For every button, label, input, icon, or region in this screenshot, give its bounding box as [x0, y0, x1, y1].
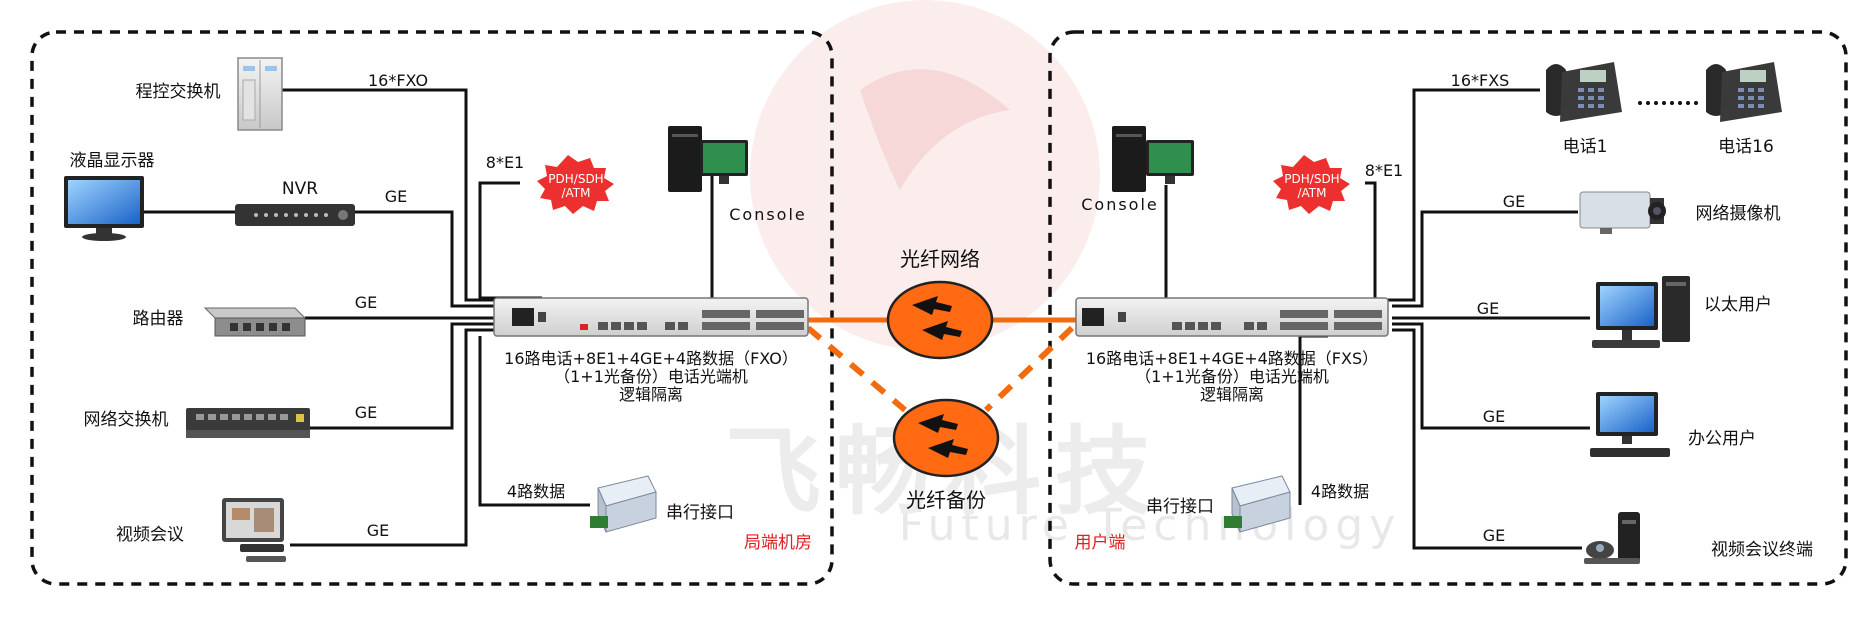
right-site-label: 用户端 — [1075, 533, 1126, 553]
watermark-logo — [750, 0, 1100, 350]
right-console-label: Console — [1081, 195, 1159, 214]
left-link-fxo: 16*FXO — [368, 71, 428, 90]
lcd-monitor-icon — [64, 176, 144, 241]
right-link-ge-office: GE — [1483, 407, 1506, 426]
pbx-cabinet-icon — [237, 57, 283, 131]
right-link-fxs: 16*FXS — [1451, 71, 1510, 90]
left-serial-label: 串行接口 — [666, 503, 734, 523]
left-optical-terminal — [493, 297, 809, 337]
left-terminal-name-1: 16路电话+8E1+4GE+4路数据（FXO） — [504, 349, 798, 368]
right-serial-label: 串行接口 — [1146, 497, 1214, 517]
fiber-backup-label: 光纤备份 — [906, 488, 986, 512]
lcd-label: 液晶显示器 — [70, 151, 155, 171]
nvr-icon — [235, 204, 355, 226]
right-burst-line-2: /ATM — [1297, 186, 1326, 200]
video-terminal-icon — [1584, 512, 1640, 564]
phone-16-label: 电话16 — [1718, 137, 1774, 157]
right-site-boundary — [1048, 30, 1848, 586]
fiber-network-label: 光纤网络 — [900, 247, 980, 271]
left-burst-line-2: /ATM — [561, 186, 590, 200]
right-link-ge-camera: GE — [1503, 192, 1526, 211]
left-link-ge-switch: GE — [355, 403, 378, 422]
left-terminal-name-3: 逻辑隔离 — [619, 385, 683, 404]
pbx-label: 程控交换机 — [136, 82, 221, 102]
watermark: Future Technology 飞畅科技 — [725, 0, 1402, 551]
network-switch-icon — [186, 408, 310, 438]
left-serial-converter-icon — [590, 475, 657, 533]
left-terminal-name-2: （1+1光备份）电话光端机 — [554, 367, 748, 386]
network-camera-icon — [1579, 191, 1666, 234]
left-link-data: 4路数据 — [507, 482, 565, 501]
router-icon — [203, 307, 307, 337]
left-link-e1: 8*E1 — [486, 153, 524, 172]
ethernet-user-label: 以太用户 — [1704, 295, 1772, 315]
left-console-pc-icon — [668, 126, 748, 192]
fiber-backup-node: 光纤备份 — [892, 398, 1000, 512]
left-link-ge-video: GE — [367, 521, 390, 540]
ethernet-user-pc-icon — [1592, 276, 1690, 348]
right-link-ge-video: GE — [1483, 526, 1506, 545]
left-burst-line-1: PDH/SDH — [548, 172, 603, 186]
right-optical-terminal — [1075, 297, 1389, 337]
phone-1-icon — [1546, 62, 1622, 122]
video-conference-label: 视频会议 — [116, 525, 184, 545]
right-terminal-name-1: 16路电话+8E1+4GE+4路数据（FXS） — [1086, 349, 1378, 368]
right-pdh-burst-icon: PDH/SDH /ATM — [1273, 155, 1350, 214]
network-camera-label: 网络摄像机 — [1696, 204, 1781, 224]
video-conference-icon — [222, 498, 286, 562]
nvr-label: NVR — [282, 179, 318, 199]
left-site-label: 局端机房 — [744, 533, 812, 553]
phone-1-label: 电话1 — [1563, 137, 1608, 157]
network-switch-label: 网络交换机 — [84, 410, 169, 430]
video-terminal-label: 视频会议终端 — [1711, 540, 1813, 560]
left-link-ge-router: GE — [355, 293, 378, 312]
left-console-label: Console — [729, 205, 807, 224]
right-link-data: 4路数据 — [1311, 482, 1369, 501]
watermark-logo-swoosh — [860, 69, 1010, 190]
left-link-ge-nvr: GE — [385, 187, 408, 206]
left-pdh-burst-icon: PDH/SDH /ATM — [537, 155, 614, 214]
phone-16-icon — [1706, 62, 1782, 122]
phone-ellipsis-dots — [1638, 101, 1698, 105]
right-console-pc-icon — [1112, 126, 1194, 192]
watermark-en: Future Technology — [899, 500, 1402, 551]
office-user-pc-icon — [1590, 392, 1670, 457]
router-label: 路由器 — [133, 309, 184, 329]
fiber-network-node: 光纤网络 — [886, 247, 994, 360]
right-link-e1: 8*E1 — [1365, 161, 1403, 180]
right-link-ge-ethernet: GE — [1477, 299, 1500, 318]
right-terminal-name-3: 逻辑隔离 — [1200, 385, 1264, 404]
right-burst-line-1: PDH/SDH — [1284, 172, 1339, 186]
left-wiring — [140, 88, 714, 547]
right-serial-converter-icon — [1224, 475, 1291, 533]
right-terminal-name-2: （1+1光备份）电话光端机 — [1135, 367, 1329, 386]
office-user-label: 办公用户 — [1688, 429, 1756, 449]
